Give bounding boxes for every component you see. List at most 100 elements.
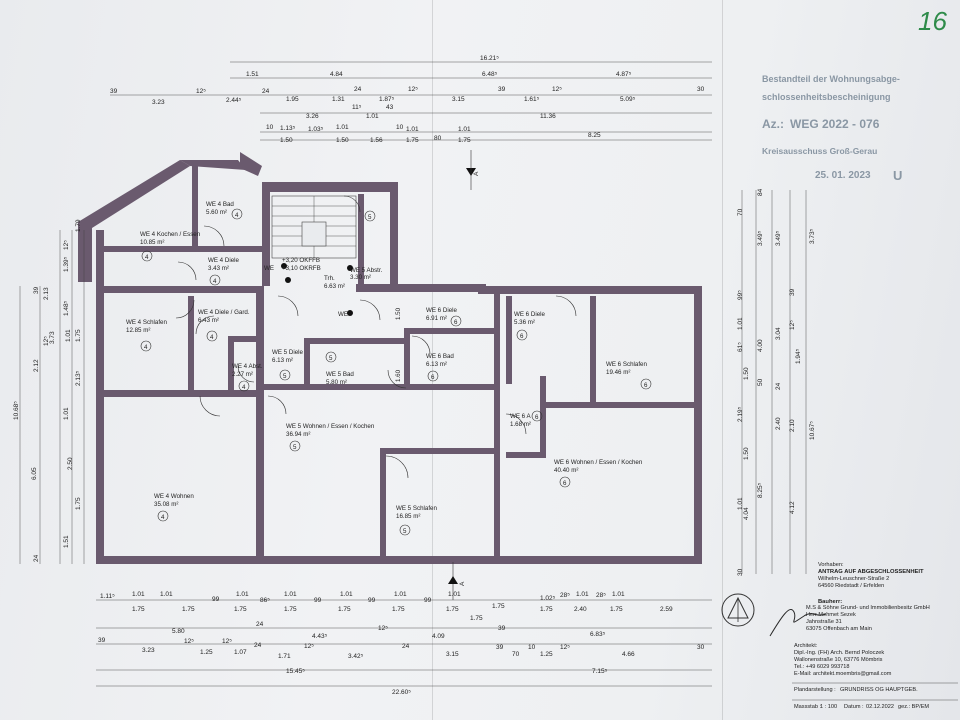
room-area: 3.43 m² <box>208 265 229 272</box>
dim-label: 2.13 <box>43 287 50 300</box>
unit-number: 6 <box>431 374 435 381</box>
dim-label: 1.39⁵ <box>63 256 70 272</box>
dim-label: 24 <box>354 86 362 93</box>
dim-label: 3.49⁵ <box>757 230 764 246</box>
dim-label: 4.43⁵ <box>312 633 328 640</box>
dim-label: 1.75 <box>540 606 553 613</box>
dim-label: 39 <box>789 288 796 296</box>
room-name: WE 5 Schlafen <box>396 505 437 512</box>
room-we4-wohnen: WE 4 Wohnen 35.08 m² 4 <box>154 493 194 522</box>
dim-label: 24 <box>254 642 262 649</box>
dim-label: 1.03⁵ <box>308 126 324 133</box>
dim-label: 1.50 <box>280 137 293 144</box>
room-we6-bad: WE 6 Bad 6.13 m² 6 <box>426 353 454 382</box>
tb-architect1: Dipl.-Ing. (FH) Arch. Bernd Poloczek <box>794 650 884 656</box>
tb-scale-label: Massstab : <box>794 704 821 710</box>
unit-number: 4 <box>210 334 214 341</box>
tb-address1: Wilhelm-Leuschner-Straße 2 <box>818 576 889 582</box>
room-area: 16.85 m² <box>396 513 420 520</box>
stamp-line1: Bestandteil der Wohnungsabge- <box>762 74 900 84</box>
top-dimensions: 16.21⁵ 1.51 4.84 6.48⁵ 4.87⁵ 39 3.23 12⁵… <box>110 55 712 144</box>
dim-label: 8.25⁵ <box>757 482 764 498</box>
tb-plan-label: Plandarstellung : <box>794 687 836 693</box>
tb-client3: Jahnstraße 31 <box>806 619 842 625</box>
unit-number: 5 <box>283 373 287 380</box>
dim-label: 39 <box>33 286 40 294</box>
dim-label: 4.04 <box>743 507 750 520</box>
doors <box>175 195 577 479</box>
tb-drawn: gez.: BP/EM <box>898 704 929 710</box>
dim-label: 12⁵ <box>304 643 314 650</box>
dim-label: 1.01 <box>612 591 625 598</box>
dim-label: 12⁵ <box>408 86 418 93</box>
room-name: WE 4 Bad <box>206 201 234 208</box>
stamp-date: 25. 01. 2023 <box>815 170 871 181</box>
dim-label: 70 <box>512 651 520 658</box>
room-area: 12.85 m² <box>126 327 150 334</box>
bottom-dimensions: 1.11⁵ 1.01 1.01 99 1.01 86⁵ 1.01 99 1.01… <box>96 591 712 696</box>
dim-label: 12⁵ <box>43 336 50 346</box>
room-we5-schlafen: WE 5 Schlafen 16.85 m² 5 <box>396 505 437 536</box>
dim-label: 1.50 <box>336 137 349 144</box>
dim-label: 28⁵ <box>560 592 570 599</box>
dim-label: 1.01 <box>160 591 173 598</box>
unit-number: 4 <box>145 254 149 261</box>
room-area: 5.36 m² <box>514 319 535 326</box>
unit-number: 5 <box>403 528 407 535</box>
room-we6-diele-2: WE 6 Diele 5.36 m² 6 <box>514 311 546 341</box>
dim-label: 1.01 <box>394 591 407 598</box>
dim-label: 1.25 <box>200 649 213 656</box>
room-we4-kochen: WE 4 Kochen / Essen 10.85 m² 4 <box>140 231 201 262</box>
paper-fold <box>432 0 433 720</box>
dim-label: 10.68⁵ <box>13 401 20 420</box>
tb-plan: GRUNDRISS OG HAUPTGEB. <box>840 687 918 693</box>
room-area: 5.60 m² <box>206 209 227 216</box>
room-we6-wohnen: WE 6 Wohnen / Essen / Kochen 40.40 m² 6 <box>554 459 643 488</box>
room-we5-wohnen: WE 5 Wohnen / Essen / Kochen 36.94 m² 5 <box>286 423 375 452</box>
dim-top-total: 16.21⁵ <box>480 55 499 62</box>
dim-label: 3.26 <box>306 113 319 120</box>
dim-label: 1.61⁵ <box>524 96 540 103</box>
dim-label: 1.11⁵ <box>100 593 115 600</box>
unit-number: 6 <box>563 480 567 487</box>
dim-label: 2.13⁵ <box>75 370 82 386</box>
signature <box>769 609 827 637</box>
room-we4-bad: WE 4 Bad 5.60 m² 4 <box>206 201 243 220</box>
dim-label: 1.95 <box>286 96 299 103</box>
dim-label: 8.25 <box>588 132 601 139</box>
room-we4-diele: WE 4 Diele 3.43 m² 4 <box>208 257 240 286</box>
dim-label: 1.01 <box>406 126 419 133</box>
dim-label: 30 <box>737 568 744 576</box>
room-area: 3.30 m² <box>350 274 371 281</box>
dim-label: 4.66 <box>622 651 635 658</box>
room-name: WE 4 Diele / Gard. <box>198 309 250 316</box>
dim-label: 1.75 <box>132 606 145 613</box>
dim-label: 1.75 <box>75 497 82 510</box>
room-area: 1.68 m² <box>510 421 531 428</box>
room-we5-diele: WE 5 Diele 6.13 m² 5 <box>272 349 304 381</box>
tb-client-label: Bauherr: <box>818 599 842 605</box>
dim-label: 30 <box>697 86 705 93</box>
dim-label: 4.09 <box>432 633 445 640</box>
dim-label: 4.84 <box>330 71 343 78</box>
stamp-authority: Kreisausschuss Groß-Gerau <box>762 146 877 156</box>
dim-label: 1.01 <box>448 591 461 598</box>
room-we5-abstr: WE 5 Abstr. 3.30 m² 5 <box>350 210 383 281</box>
dim-label: 99 <box>424 597 432 604</box>
dim-label: 1.56 <box>370 137 383 144</box>
dim-label: 99⁵ <box>737 290 744 300</box>
room-we6-a: WE 6 A 1.68 m² 6 <box>510 410 543 428</box>
dim-label: 61⁵ <box>737 342 744 352</box>
room-name: WE 4 Schlafen <box>126 319 167 326</box>
dim-label: 1.75 <box>234 606 247 613</box>
unit-number: 4 <box>144 344 148 351</box>
tb-client1: M.S & Söhne Grund- und Immobilienbesitz … <box>806 605 930 611</box>
stairwell-labels: +3,20 OKFFB +3,10 OKRFB Trh. 6.63 m² WE … <box>264 257 402 382</box>
dim-label: 3.42⁵ <box>348 653 364 660</box>
tb-scale: 1 : 100 <box>820 704 837 710</box>
section-label: A <box>473 171 480 176</box>
paper-fold <box>722 0 723 720</box>
dim-label: 6.05 <box>31 467 38 480</box>
dim-label: 50 <box>757 378 764 386</box>
